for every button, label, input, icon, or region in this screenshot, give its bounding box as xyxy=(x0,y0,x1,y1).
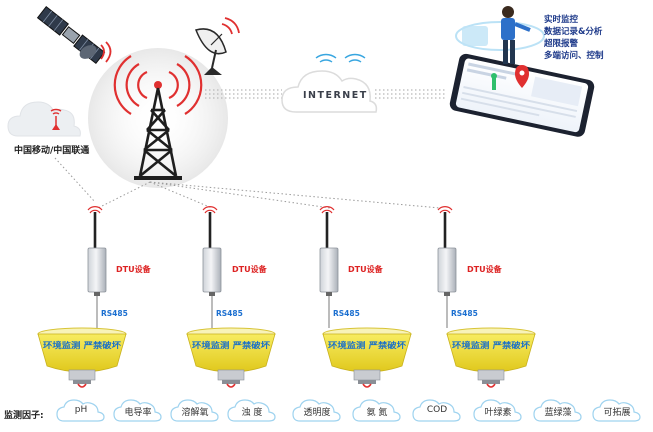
factor-label: 蓝绿藻 xyxy=(544,408,572,418)
dtu-device-icon xyxy=(87,206,107,296)
factor-label: 透明度 xyxy=(303,408,331,418)
factor-chip: 氨 氮 xyxy=(352,398,402,424)
feature-item: 多端访问、控制 xyxy=(544,51,604,61)
factor-label: 可拓展 xyxy=(603,408,631,418)
dtu-device-icon xyxy=(437,206,457,296)
factor-chip: COD xyxy=(412,398,462,424)
buoy-text: 环境监测 严禁破坏 xyxy=(328,340,406,350)
water-sensor-buoy-icon xyxy=(322,327,412,388)
factors-title: 监测因子: xyxy=(4,411,44,421)
rs485-cables xyxy=(96,296,448,328)
internet-label: INTERNET xyxy=(303,90,368,101)
satellite-dish-small-icon xyxy=(79,41,112,63)
map-pin-icon xyxy=(491,65,529,90)
factor-label: pH xyxy=(74,405,88,415)
factor-chip: 叶绿素 xyxy=(473,398,523,424)
dtu-label: DTU设备 xyxy=(348,265,383,274)
tower-to-cloud-line xyxy=(205,89,282,99)
person-figure-icon xyxy=(501,6,531,64)
rs485-label: RS485 xyxy=(333,309,360,318)
rs485-label: RS485 xyxy=(101,309,128,318)
factor-label: 电导率 xyxy=(124,408,152,418)
dtu-device-icon xyxy=(202,206,222,296)
factor-chip: 电导率 xyxy=(113,398,163,424)
internet-cloud-icon xyxy=(281,53,378,113)
feature-item: 实时监控 xyxy=(544,15,579,25)
dtu-label: DTU设备 xyxy=(232,265,267,274)
buoy-text: 环境监测 严禁破坏 xyxy=(452,340,530,350)
buoy-text: 环境监测 严禁破坏 xyxy=(43,340,121,350)
feature-item: 数据记录&分析 xyxy=(544,27,603,37)
dtu-device-icon xyxy=(319,206,339,296)
factor-label: 叶绿素 xyxy=(484,408,512,418)
carrier-label: 中国移动/中国联通 xyxy=(14,146,90,156)
factor-label: COD xyxy=(426,405,448,415)
rs485-label: RS485 xyxy=(451,309,478,318)
satellite-icon xyxy=(36,6,106,65)
signal-tower-icon xyxy=(113,55,203,180)
connection-lines xyxy=(54,157,441,209)
dtu-label: DTU设备 xyxy=(467,265,502,274)
water-sensor-buoy-icon xyxy=(446,327,536,388)
satellite-dish-icon xyxy=(194,17,240,75)
factor-label: 溶解氧 xyxy=(181,408,209,418)
phone-app-icon xyxy=(449,6,595,137)
factor-label: 浊 度 xyxy=(241,408,263,418)
cloud-to-phone-line xyxy=(375,89,445,99)
water-sensor-buoy-icon xyxy=(186,327,276,388)
rs485-label: RS485 xyxy=(216,309,243,318)
feature-item: 超限报警 xyxy=(544,39,579,49)
factor-chip: 可拓展 xyxy=(592,398,642,424)
dtu-label: DTU设备 xyxy=(116,265,151,274)
carrier-cloud-icon xyxy=(7,101,81,137)
factor-label: 氨 氮 xyxy=(366,408,388,418)
factor-chip: 浊 度 xyxy=(227,398,277,424)
factor-chip: pH xyxy=(56,398,106,424)
factor-chip: 蓝绿藻 xyxy=(533,398,583,424)
buoy-text: 环境监测 严禁破坏 xyxy=(192,340,270,350)
factor-chip: 透明度 xyxy=(292,398,342,424)
water-sensor-buoy-icon xyxy=(37,327,127,388)
factor-chip: 溶解氧 xyxy=(170,398,220,424)
